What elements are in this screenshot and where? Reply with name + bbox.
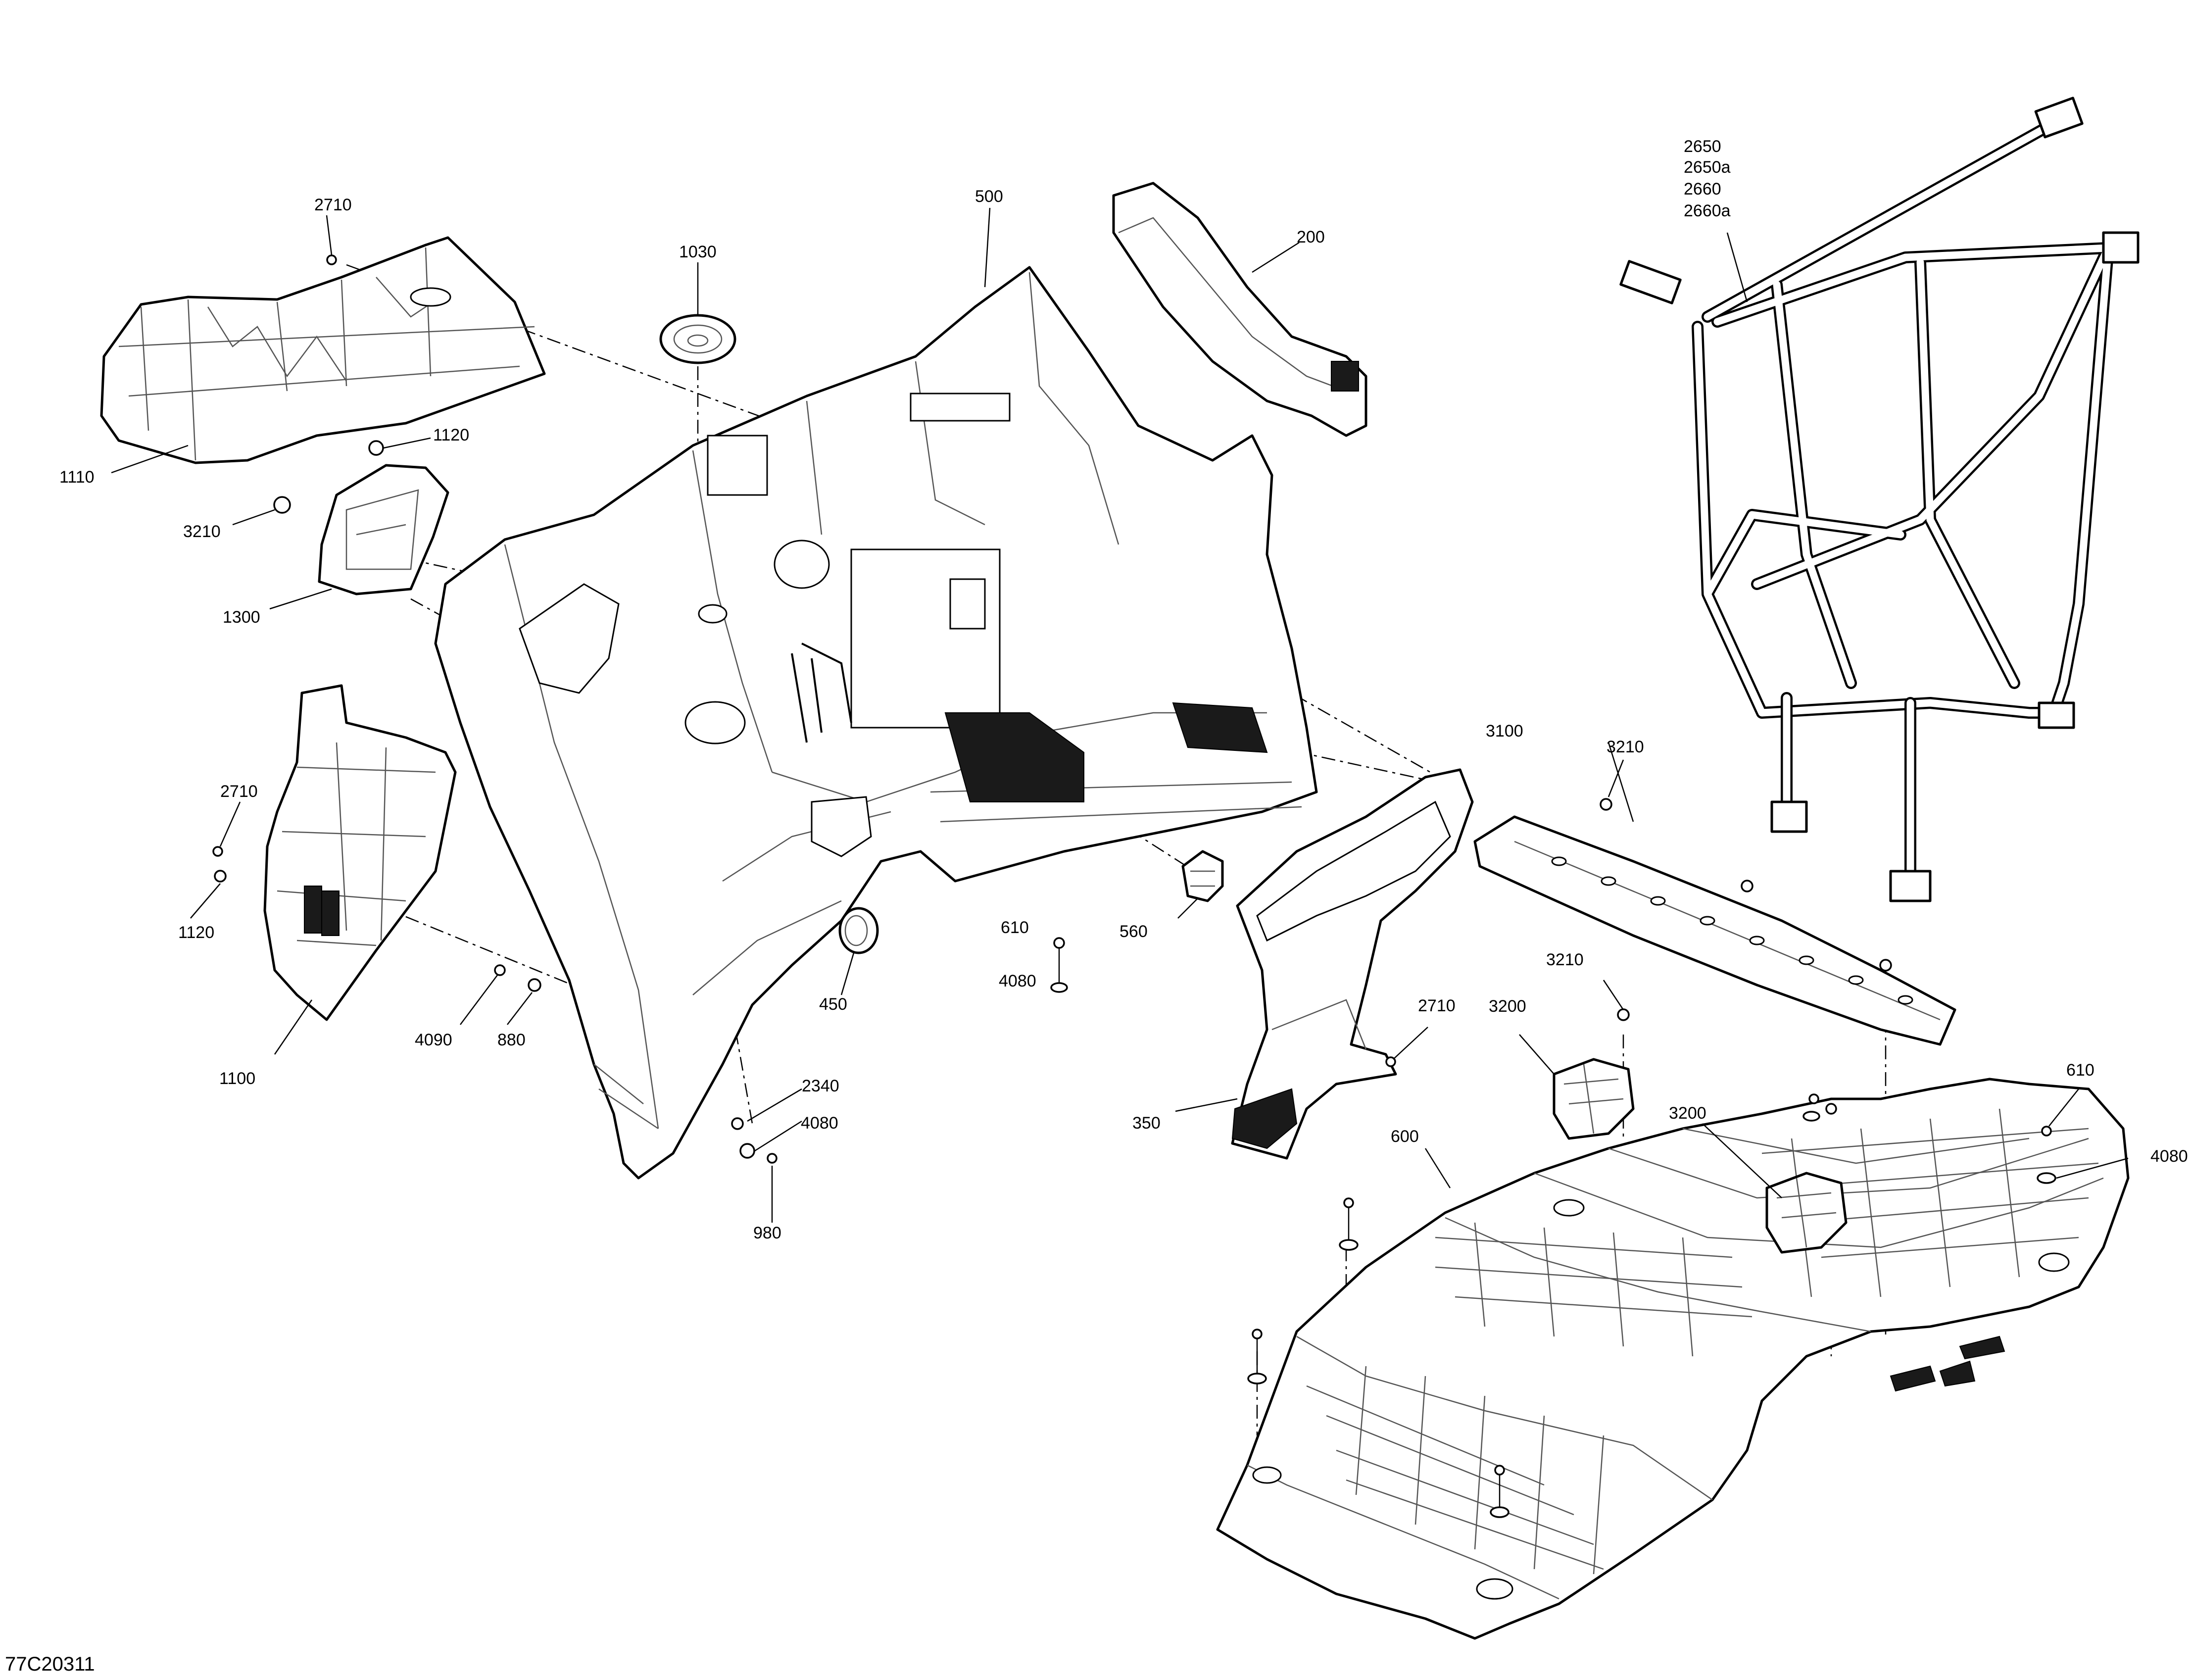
callout-350: 350 bbox=[1132, 1114, 1161, 1133]
drawing-code: 77C20311 bbox=[5, 1653, 95, 1675]
callout-200: 200 bbox=[1297, 228, 1325, 247]
part-560-connector bbox=[1181, 850, 1224, 902]
callout-600: 600 bbox=[1391, 1127, 1419, 1146]
part-450-plug bbox=[838, 907, 879, 954]
callout-3200-a: 3200 bbox=[1489, 997, 1526, 1016]
callout-1120-a: 1120 bbox=[433, 426, 469, 445]
callout-500: 500 bbox=[975, 187, 1003, 206]
callout-3210-a: 3210 bbox=[183, 522, 221, 541]
part-600-floor-pan bbox=[1216, 1078, 2130, 1640]
callout-1300: 1300 bbox=[223, 608, 260, 627]
callout-3100: 3100 bbox=[1486, 722, 1523, 741]
callout-1120-b: 1120 bbox=[178, 923, 214, 942]
callout-4080-a: 4080 bbox=[801, 1114, 838, 1133]
callout-450: 450 bbox=[819, 995, 847, 1014]
callout-1100: 1100 bbox=[219, 1069, 255, 1088]
callout-1030: 1030 bbox=[679, 243, 717, 261]
callout-2660: 2660 bbox=[1684, 180, 1721, 198]
part-1100-duct bbox=[263, 684, 457, 1021]
part-1300-duct bbox=[318, 464, 449, 595]
callout-4090: 4090 bbox=[415, 1031, 452, 1049]
callout-610-b: 610 bbox=[2066, 1061, 2094, 1080]
callout-980: 980 bbox=[753, 1224, 781, 1242]
part-3200-clip-b bbox=[1765, 1172, 1848, 1254]
callout-labels: 2710 1120 1110 3210 1300 2710 1120 1100 … bbox=[59, 137, 2188, 1242]
callout-610-a: 610 bbox=[1001, 918, 1029, 937]
callout-2650a: 2650a bbox=[1684, 158, 1731, 177]
part-3200-clip-a bbox=[1553, 1058, 1635, 1140]
callout-1110: 1110 bbox=[59, 468, 95, 487]
callout-880: 880 bbox=[497, 1031, 526, 1049]
callout-2710-b: 2710 bbox=[220, 782, 258, 801]
callout-560: 560 bbox=[1120, 922, 1148, 941]
part-1030-grommet bbox=[659, 314, 736, 364]
rail-slots bbox=[1551, 856, 1913, 1005]
callout-2710-a: 2710 bbox=[314, 196, 352, 214]
callout-2340: 2340 bbox=[802, 1077, 839, 1095]
callout-4080-b: 4080 bbox=[999, 972, 1036, 990]
callout-3210-b: 3210 bbox=[1607, 738, 1644, 756]
callout-2660a: 2660a bbox=[1684, 201, 1731, 220]
fasteners bbox=[212, 254, 2056, 1518]
callout-4080-c: 4080 bbox=[2150, 1147, 2188, 1166]
callout-3200-b: 3200 bbox=[1669, 1104, 1706, 1123]
callout-2650: 2650 bbox=[1684, 137, 1721, 156]
callout-3210-c: 3210 bbox=[1546, 950, 1584, 969]
part-1110-duct bbox=[100, 236, 546, 464]
part-500-body-panel bbox=[434, 266, 1318, 1180]
callout-2710-c: 2710 bbox=[1418, 996, 1456, 1015]
part-200-bracket bbox=[1112, 182, 1367, 437]
roll-cage-2650-2660 bbox=[1619, 97, 2140, 902]
leader-lines bbox=[111, 207, 2129, 1223]
part-3100-floor-rail bbox=[1473, 815, 1956, 1046]
part-350-side-panel bbox=[1231, 768, 1474, 1160]
